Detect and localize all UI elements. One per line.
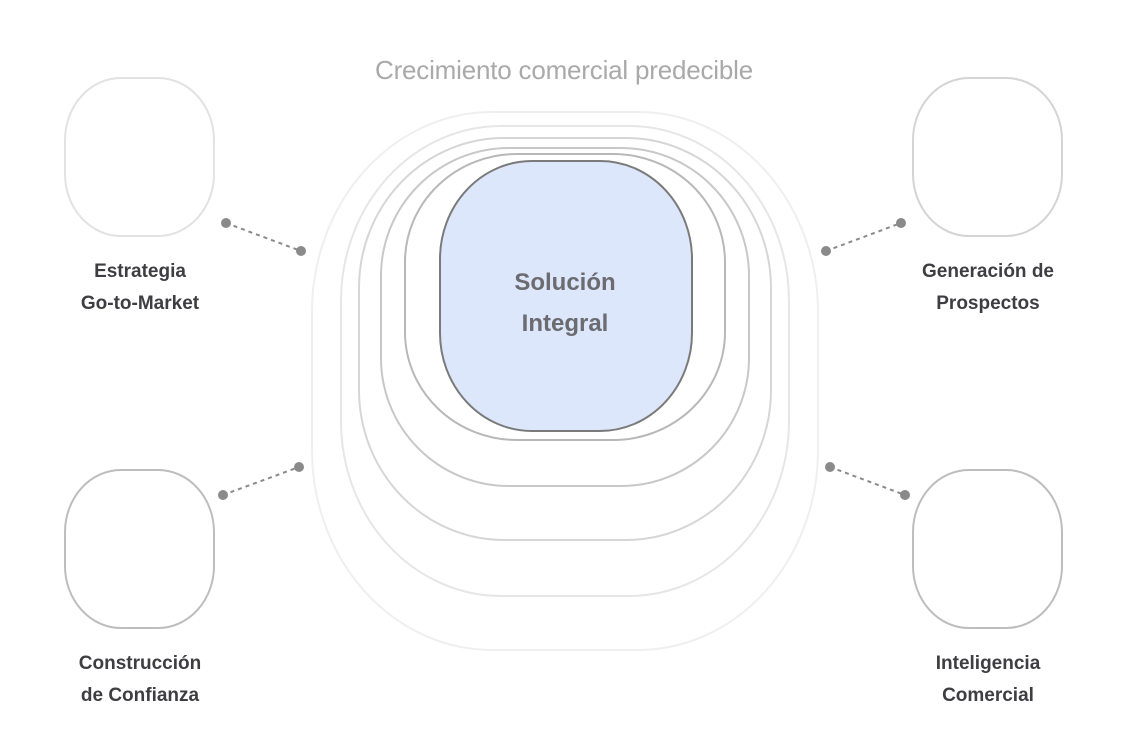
node-label-inteligencia: Inteligencia Comercial — [858, 648, 1118, 712]
diagram-title: Crecimiento comercial predecible — [375, 55, 753, 85]
ring-5 — [311, 111, 819, 651]
node-shape-construccion — [64, 469, 215, 629]
connector-inteligencia — [825, 462, 910, 500]
node-label-generacion-line2: Prospectos — [936, 293, 1040, 314]
center-shape — [439, 160, 693, 432]
node-label-estrategia: Estrategia Go-to-Market — [10, 256, 270, 320]
node-label-inteligencia-line2: Comercial — [942, 685, 1034, 706]
node-label-construccion-line1: Construcción — [78, 653, 202, 674]
center-label: Solución Integral — [440, 262, 690, 344]
node-label-estrategia-line1: Estrategia — [94, 261, 186, 282]
node-shape-generacion — [912, 77, 1063, 237]
connector-construccion — [218, 462, 304, 500]
center-label-line1: Solución — [514, 269, 616, 296]
node-label-construccion: Construcción de Confianza — [10, 648, 270, 712]
ring-2 — [380, 147, 750, 487]
node-label-generacion: Generación de Prospectos — [858, 256, 1118, 320]
node-shape-inteligencia — [912, 469, 1063, 629]
ring-1 — [404, 153, 726, 441]
node-label-construccion-line2: de Confianza — [80, 685, 200, 706]
node-label-estrategia-line2: Go-to-Market — [80, 293, 200, 314]
ring-4 — [340, 125, 790, 597]
node-label-inteligencia-line1: Inteligencia — [935, 653, 1041, 674]
ring-3 — [358, 137, 772, 541]
node-label-generacion-line1: Generación de — [922, 261, 1054, 282]
connector-estrategia — [221, 218, 306, 256]
connector-generacion — [821, 218, 906, 256]
center-label-line2: Integral — [521, 310, 609, 337]
node-shape-estrategia — [64, 77, 215, 237]
